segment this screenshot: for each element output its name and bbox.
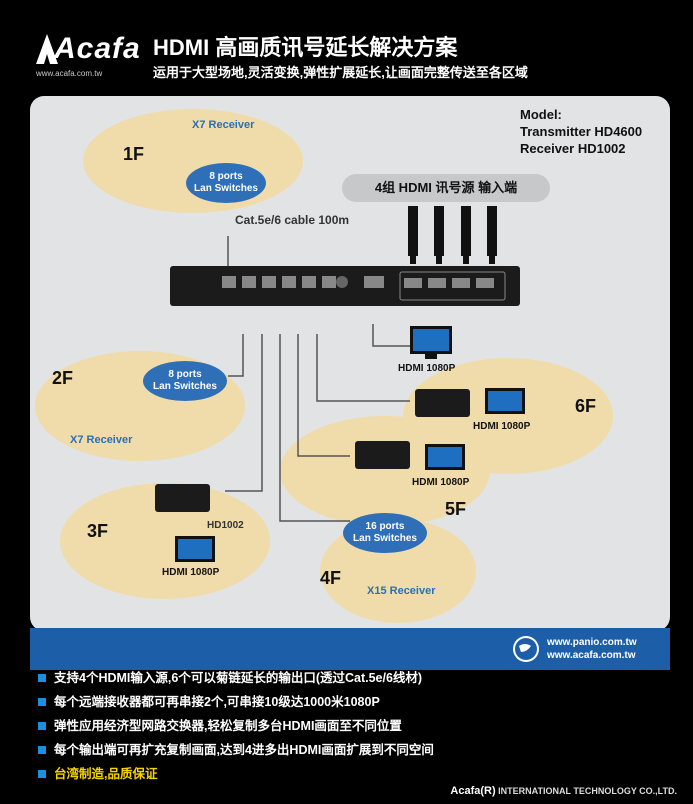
switch-4f-type: Lan Switches — [353, 533, 417, 544]
header: Acafa www.acafa.com.tw HDMI 高画质讯号延长解决方案 … — [0, 0, 693, 96]
diagram-panel: Model: Transmitter HD4600 Receiver HD100… — [30, 96, 670, 631]
switch-cloud-1f — [186, 163, 266, 203]
page-subtitle: 运用于大型场地,灵活变换,弹性扩展延长,让画面完整传送至各区域 — [153, 65, 528, 80]
hdmi-label-6f: HDMI 1080P — [473, 421, 531, 432]
switch-4f-label: 16 ports Lan Switches — [343, 521, 427, 545]
cable-to-hdmi-display — [372, 324, 410, 347]
model-transmitter: Transmitter HD4600 — [520, 124, 643, 139]
floor-6f-label: 6F — [575, 396, 597, 416]
cable-to-5f — [297, 334, 350, 457]
hdmi-source-label: 4组 HDMI 讯号源 输入端 — [342, 174, 550, 202]
cable-label: Cat.5e/6 cable 100m — [235, 213, 350, 227]
copyright: Acafa(R) INTERNATIONAL TECHNOLOGY CO.,LT… — [450, 785, 677, 797]
model-label: Model: — [520, 107, 562, 122]
receiver-4f-label: X15 Receiver — [367, 585, 436, 597]
globe-icon — [513, 636, 539, 662]
receiver-6f — [415, 389, 470, 417]
hdmi-label-5f: HDMI 1080P — [412, 477, 470, 488]
model-receiver: Receiver HD1002 — [520, 141, 626, 156]
floor-5f-label: 5F — [445, 499, 467, 519]
switch-4f-ports: 16 ports — [365, 521, 405, 532]
page-title: HDMI 高画质讯号延长解决方案 — [153, 35, 458, 60]
cable-to-2f — [228, 334, 244, 377]
switch-2f-type: Lan Switches — [153, 381, 217, 392]
switch-1f-label: 8 ports Lan Switches — [186, 171, 266, 195]
feature-item: 每个输出端可再扩充复制画面,达到4进多出HDMI画面扩展到不同空间 — [38, 740, 434, 764]
hdmi-label-top: HDMI 1080P — [398, 363, 456, 374]
logo-url: www.acafa.com.tw — [36, 69, 103, 78]
switch-2f-ports: 8 ports — [168, 369, 202, 380]
switch-2f-label: 8 ports Lan Switches — [143, 369, 227, 393]
cable-to-6f — [316, 334, 410, 402]
logo-text: Acafa — [54, 32, 141, 65]
switch-1f-ports: 8 ports — [209, 171, 243, 182]
feature-item: 弹性应用经济型网路交换器,轻松复制多台HDMI画面至不同位置 — [38, 716, 434, 740]
feature-item: 支持4个HDMI输入源,6个可以菊链延长的输出口(透过Cat.5e/6线材) — [38, 668, 434, 692]
receiver-3f — [155, 484, 210, 512]
floor-5f-zone — [280, 416, 490, 526]
footer-bar — [30, 628, 670, 670]
website-links: www.panio.com.tw www.acafa.com.tw — [547, 636, 637, 662]
feature-list: 支持4个HDMI输入源,6个可以菊链延长的输出口(透过Cat.5e/6线材) 每… — [38, 668, 434, 788]
floor-1f-label: 1F — [123, 144, 145, 164]
switch-cloud-4f — [343, 513, 427, 553]
switch-cloud-2f — [143, 361, 227, 401]
copyright-brand: Acafa(R) — [450, 785, 496, 797]
floor-3f-zone — [60, 483, 270, 599]
receiver-2f-label: X7 Receiver — [70, 434, 133, 446]
switch-1f-type: Lan Switches — [194, 183, 258, 194]
floor-3f-label: 3F — [87, 521, 109, 541]
diagram-graphics — [35, 109, 613, 623]
website-panio[interactable]: www.panio.com.tw — [547, 637, 637, 648]
receiver-5f — [355, 441, 410, 469]
model-info: Model: Transmitter HD4600 Receiver HD100… — [520, 106, 642, 157]
floor-4f-label: 4F — [320, 568, 342, 588]
copyright-text: INTERNATIONAL TECHNOLOGY CO.,LTD. — [498, 786, 677, 796]
hd1002-label: HD1002 — [207, 520, 244, 531]
cable-to-4f — [279, 334, 350, 522]
logo-triangle-icon — [36, 34, 58, 64]
feature-item-highlight: 台湾制造,品质保证 — [38, 764, 434, 788]
website-acafa[interactable]: www.acafa.com.tw — [547, 650, 636, 661]
feature-item: 每个远端接收器都可再串接2个,可串接10级达1000米1080P — [38, 692, 434, 716]
floor-2f-label: 2F — [52, 368, 74, 388]
hdmi-label-3f: HDMI 1080P — [162, 567, 220, 578]
cable-to-3f — [225, 334, 263, 492]
receiver-1f-label: X7 Receiver — [192, 119, 255, 131]
